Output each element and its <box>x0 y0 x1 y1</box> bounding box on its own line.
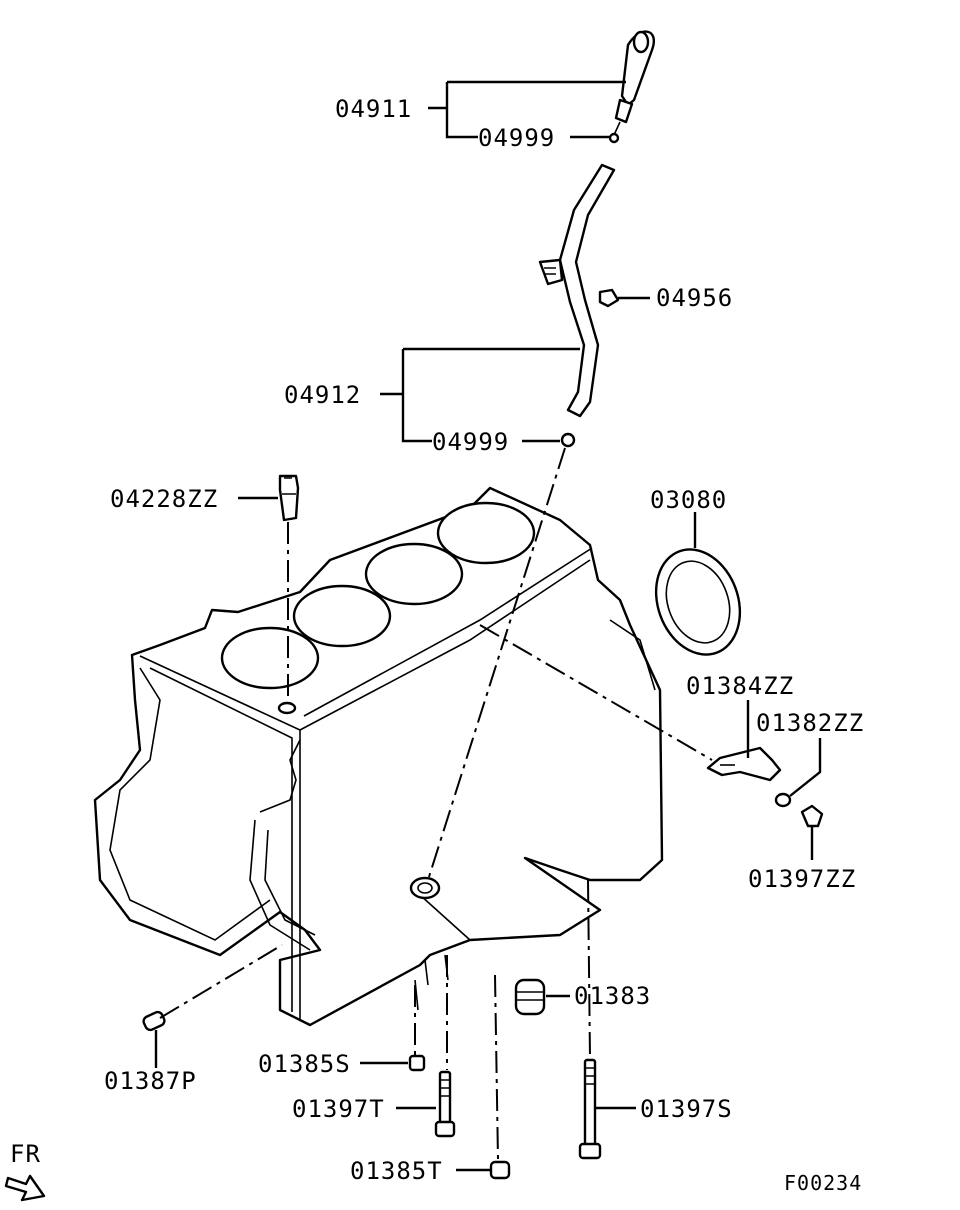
assembly-lines <box>159 447 713 1161</box>
label-01385s: 01385S <box>258 1050 351 1078</box>
washer-01382zz <box>774 792 792 808</box>
bolt-01397t <box>434 1070 456 1138</box>
label-01384zz: 01384ZZ <box>686 672 794 700</box>
dipstick-port <box>409 876 441 900</box>
engine-block <box>93 486 664 1027</box>
front-arrow-icon <box>4 1174 46 1202</box>
pin-01387p <box>142 1010 166 1032</box>
label-01397zz: 01397ZZ <box>748 865 856 893</box>
dowel-01385s <box>408 1054 426 1072</box>
cylinder-bore-2 <box>292 584 392 648</box>
dowel-01385t <box>489 1160 511 1180</box>
leader-lines <box>154 80 822 1172</box>
label-04912: 04912 <box>284 381 361 409</box>
label-04999-upper: 04999 <box>478 124 555 152</box>
oring-04999 <box>560 432 576 448</box>
cylinder-bore-4 <box>436 501 536 565</box>
label-01397s: 01397S <box>640 1095 733 1123</box>
label-01387p: 01387P <box>104 1067 197 1095</box>
cylinder-bores <box>220 501 536 690</box>
bolt-01397zz <box>800 804 824 828</box>
guide-bracket <box>538 258 564 286</box>
plug-04228zz <box>278 474 300 522</box>
oil-seal-03080 <box>654 548 742 656</box>
label-01385t: 01385T <box>350 1157 443 1185</box>
dowel-01383 <box>514 978 546 1016</box>
cylinder-bore-3 <box>364 542 464 606</box>
label-03080: 03080 <box>650 486 727 514</box>
label-01383: 01383 <box>574 982 651 1010</box>
diagram-id: F00234 <box>784 1171 862 1195</box>
bracket-01384zz <box>706 746 782 782</box>
label-04911: 04911 <box>335 95 412 123</box>
label-01382zz: 01382ZZ <box>756 709 864 737</box>
plug-hole <box>277 701 297 715</box>
label-01397t: 01397T <box>292 1095 385 1123</box>
label-04228zz: 04228ZZ <box>110 485 218 513</box>
bolt-01397s <box>578 1058 602 1160</box>
bolt-04956 <box>598 288 620 308</box>
oil-level-gauge <box>608 30 655 144</box>
label-04999-lower: 04999 <box>432 428 509 456</box>
label-04956: 04956 <box>656 284 733 312</box>
oil-level-gauge-guide <box>538 163 616 448</box>
cylinder-bore-1 <box>220 626 320 690</box>
front-direction-label: FR <box>10 1140 41 1168</box>
